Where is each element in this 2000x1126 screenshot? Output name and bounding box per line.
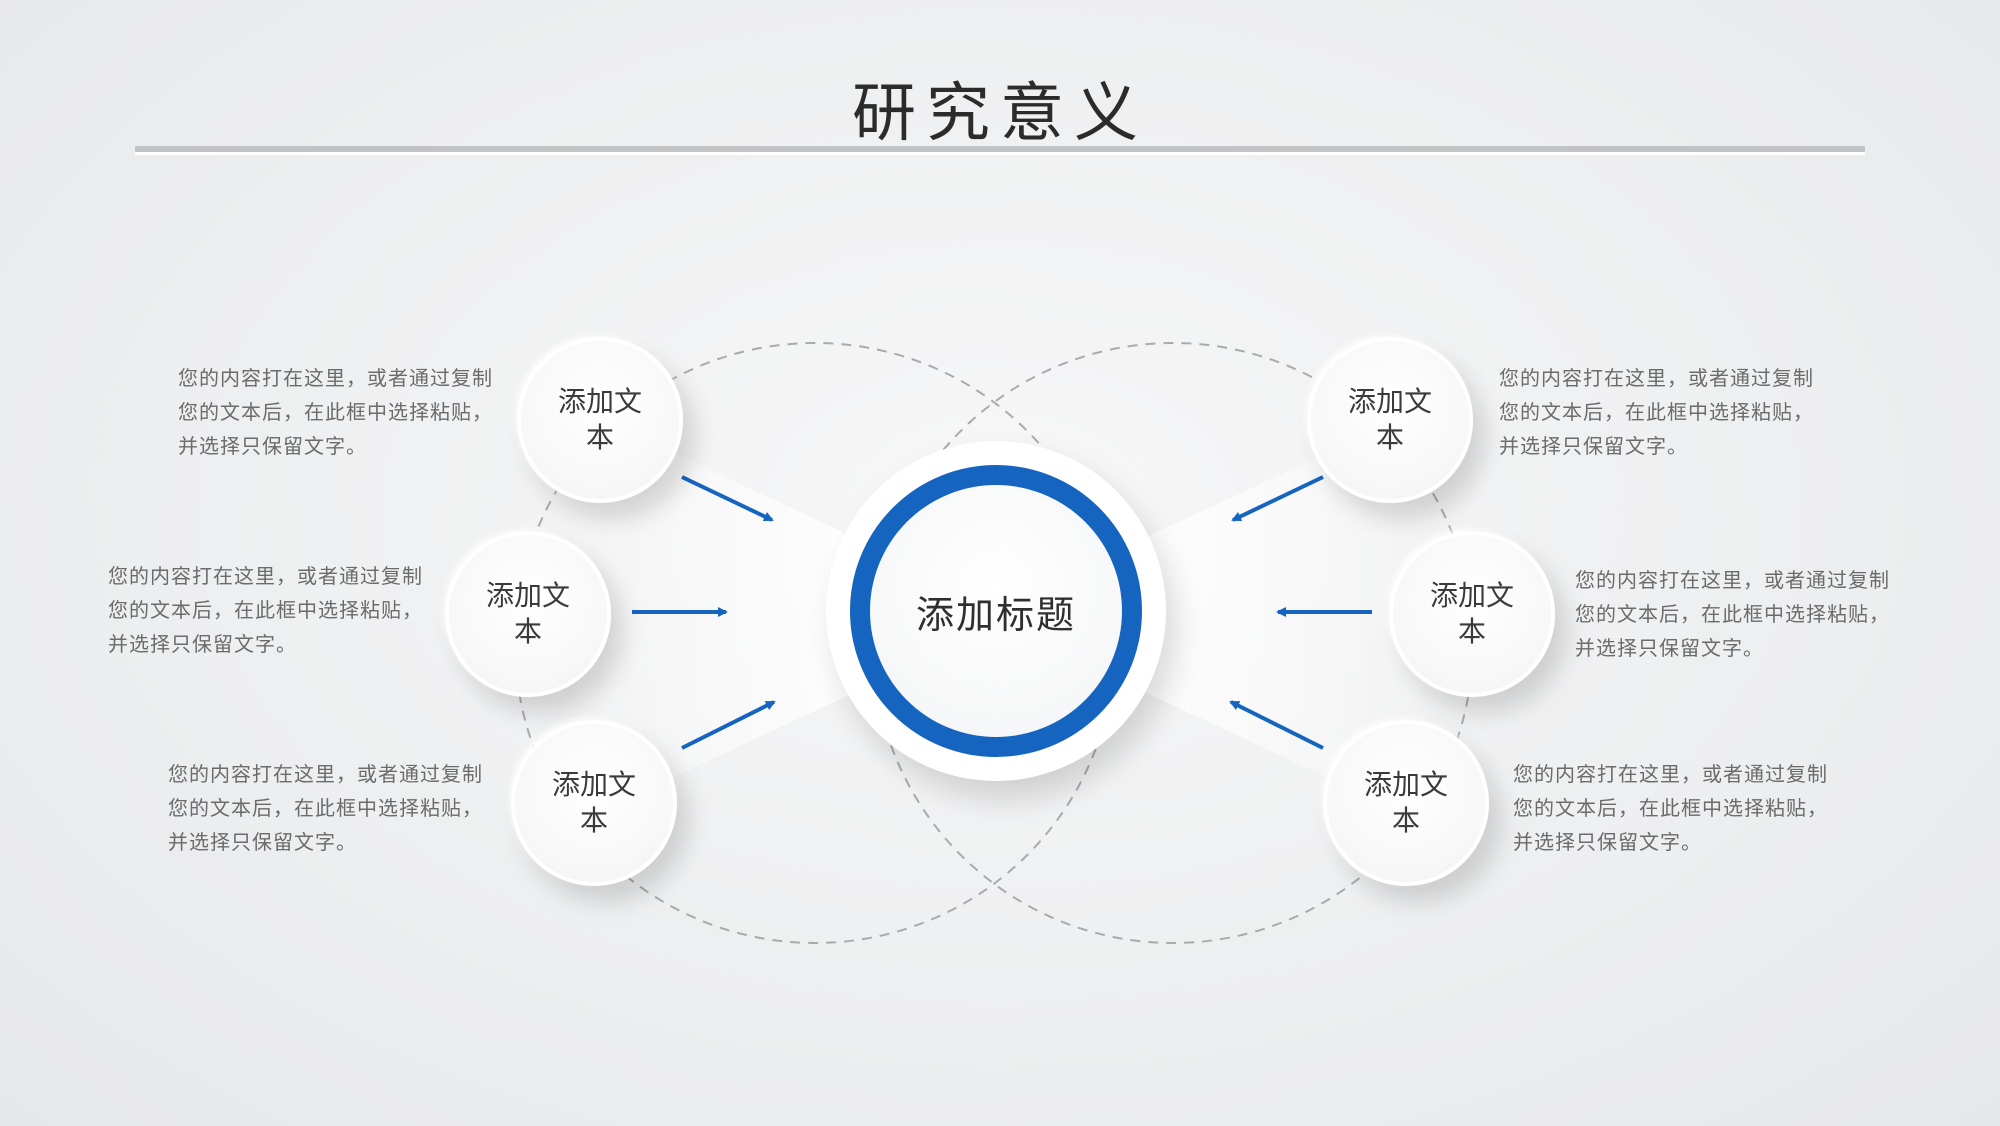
title-divider — [135, 146, 1865, 155]
arrow-bottom-right — [1229, 700, 1324, 750]
wedge-left — [560, 400, 860, 830]
description-left-top: 您的内容打在这里，或者通过复制您的文本后，在此框中选择粘贴，并选择只保留文字。 — [178, 366, 493, 458]
slide-title: 研究意义 — [852, 77, 1148, 151]
center-ring: 添加标题 — [850, 465, 1142, 757]
description-left-middle: 您的内容打在这里，或者通过复制您的文本后，在此框中选择粘贴，并选择只保留文字。 — [108, 564, 423, 656]
node-label: 添加文本 — [485, 579, 570, 648]
arrow-top-right — [1231, 475, 1324, 522]
arrow-top-left — [681, 475, 774, 522]
node-right-top: 添加文本 — [1307, 337, 1473, 503]
node-label: 添加文本 — [1347, 385, 1432, 454]
node-right-bottom: 添加文本 — [1323, 720, 1489, 886]
node-label: 添加文本 — [551, 768, 636, 837]
node-label: 添加文本 — [1429, 579, 1514, 648]
description-right-bottom: 您的内容打在这里，或者通过复制您的文本后，在此框中选择粘贴，并选择只保留文字。 — [1513, 762, 1828, 854]
node-right-middle: 添加文本 — [1389, 531, 1555, 697]
description-right-top: 您的内容打在这里，或者通过复制您的文本后，在此框中选择粘贴，并选择只保留文字。 — [1499, 366, 1814, 458]
description-right-middle: 您的内容打在这里，或者通过复制您的文本后，在此框中选择粘贴，并选择只保留文字。 — [1575, 568, 1890, 660]
node-label: 添加文本 — [1363, 768, 1448, 837]
center-title: 添加标题 — [915, 592, 1076, 637]
node-left-bottom: 添加文本 — [511, 720, 677, 886]
node-left-middle: 添加文本 — [445, 531, 611, 697]
node-left-top: 添加文本 — [517, 337, 683, 503]
node-label: 添加文本 — [557, 385, 642, 454]
description-left-bottom: 您的内容打在这里，或者通过复制您的文本后，在此框中选择粘贴，并选择只保留文字。 — [168, 762, 483, 854]
wedge-right — [1140, 400, 1440, 830]
arrow-bottom-left — [681, 700, 776, 750]
center-node: 添加标题 — [826, 441, 1166, 781]
